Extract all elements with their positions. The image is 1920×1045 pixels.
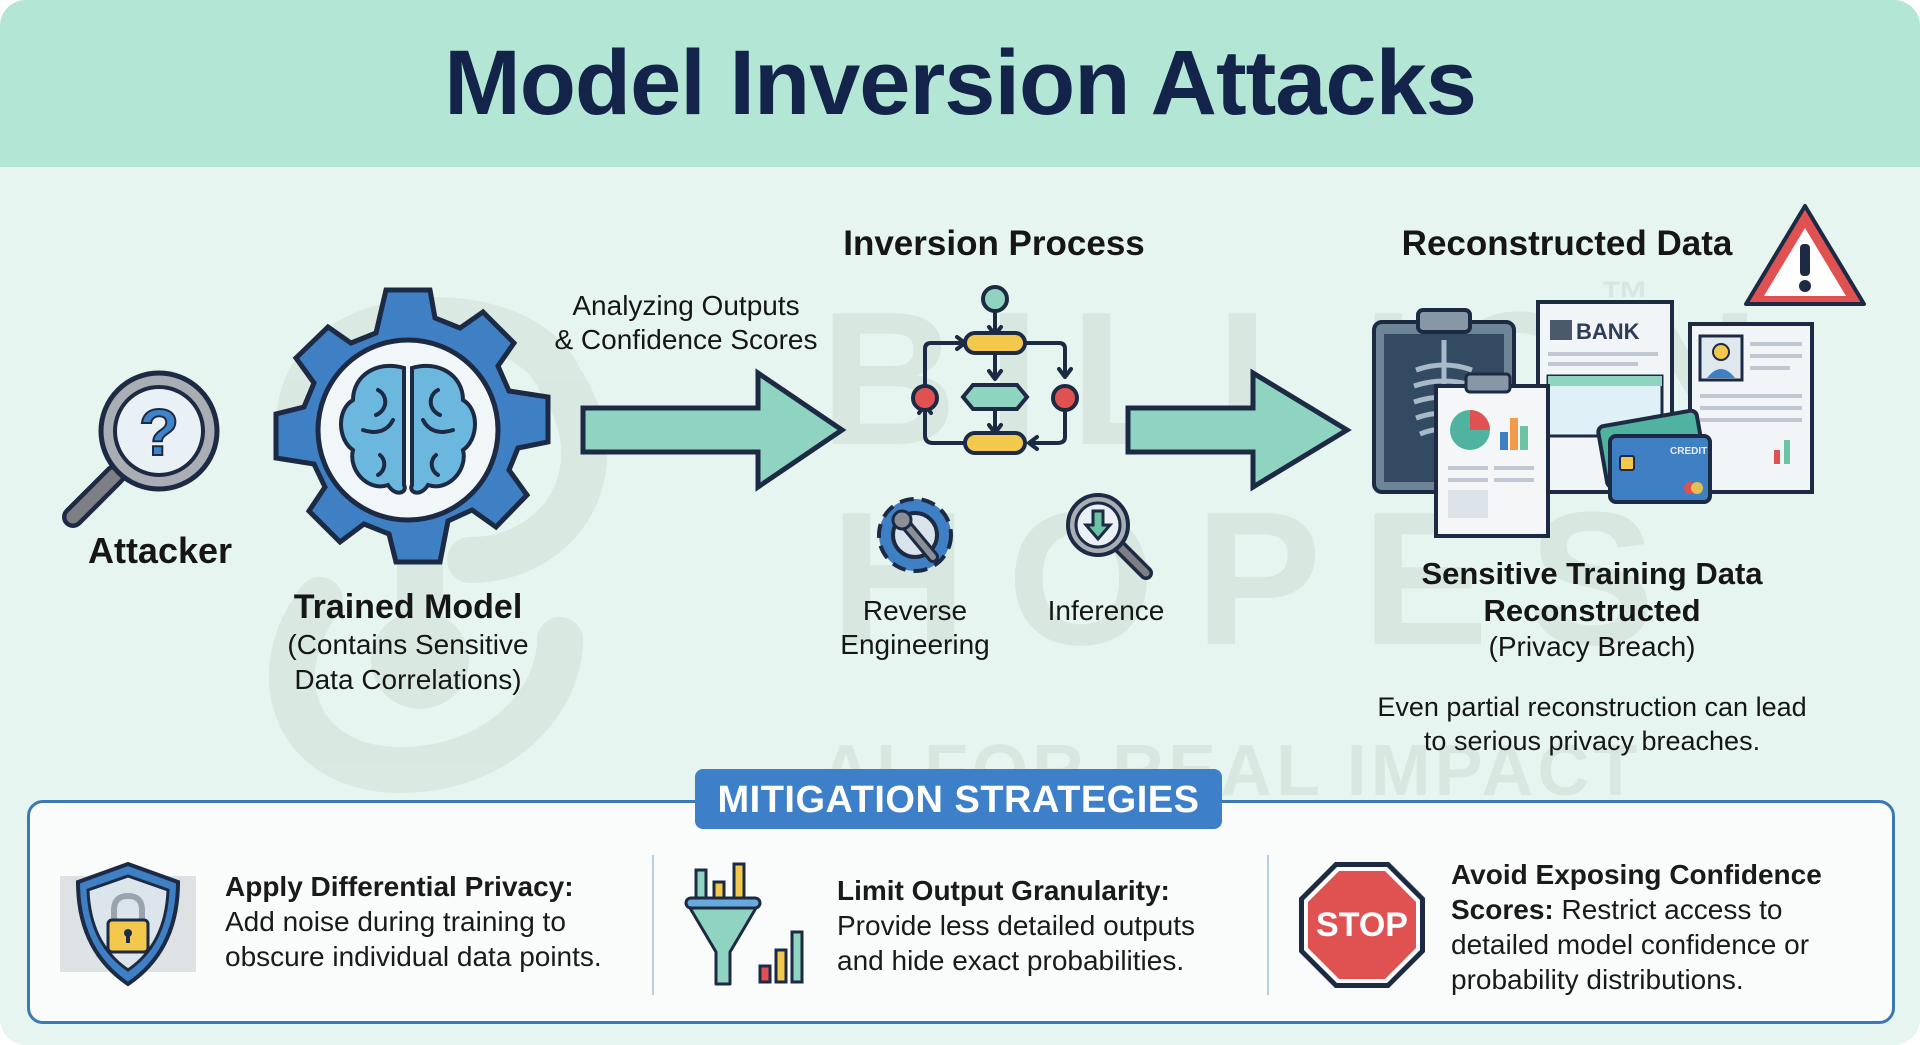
header-band: Model Inversion Attacks (0, 0, 1920, 167)
mitigation-item-1-body-line1: Add noise during training to (225, 906, 566, 937)
mitigation-item-3-body-line3: probability distributions. (1451, 964, 1744, 995)
credit-card-label: CREDIT (1670, 446, 1707, 457)
mitigation-item-2-body-line1: Provide less detailed outputs (837, 910, 1195, 941)
stop-sign-text: STOP (1316, 906, 1408, 944)
mitigation-item-3-title-line2: Scores: (1451, 894, 1554, 925)
mitigation-item-2-title: Limit Output Granularity: (837, 875, 1170, 906)
mitigation-divider-1 (652, 855, 654, 995)
right-arrow-1 (580, 368, 847, 492)
mitigation-item-3-title-line1: Avoid Exposing Confidence (1451, 859, 1822, 890)
gear-wrench-icon (877, 497, 953, 573)
funnel-chart-icon (684, 862, 804, 986)
sensitive-documents-icon: BANK CREDIT (1372, 300, 1814, 538)
reconstructed-caption-line2: Reconstructed (1483, 593, 1701, 628)
model-subtitle-line2: Data Correlations) (294, 664, 522, 695)
gear-brain-icon (273, 287, 551, 565)
right-arrow-2 (1125, 368, 1352, 492)
method-inference-label: Inference (1047, 595, 1165, 626)
method-reverse-line2: Engineering (840, 629, 990, 660)
magnifier-question-icon: ? (62, 370, 220, 528)
arrow1-label-line1: Analyzing Outputs (572, 290, 800, 321)
mitigation-heading: MITIGATION STRATEGIES (695, 769, 1222, 829)
magnifier-download-icon (1066, 493, 1153, 580)
warning-triangle-icon (1744, 204, 1866, 306)
svg-text:?: ? (139, 395, 179, 469)
mitigation-item-3: Avoid Exposing Confidence Scores: Restri… (1451, 857, 1822, 997)
mitigation-item-3-body-line1: Restrict access to (1553, 894, 1783, 925)
method-reverse-line1: Reverse (862, 595, 968, 626)
inversion-title: Inversion Process (843, 224, 1145, 263)
arrow1-label-line2: & Confidence Scores (554, 324, 818, 355)
mitigation-divider-2 (1267, 855, 1269, 995)
reconstructed-title: Reconstructed Data (1401, 224, 1733, 263)
mitigation-item-2-body-line2: and hide exact probabilities. (837, 945, 1185, 976)
model-title: Trained Model (293, 588, 523, 626)
reconstructed-caption-line3: (Privacy Breach) (1488, 631, 1696, 662)
mitigation-item-1-body-line2: obscure individual data points. (225, 941, 602, 972)
attacker-label: Attacker (87, 530, 233, 571)
bank-label: BANK (1576, 319, 1640, 344)
mitigation-item-1: Apply Differential Privacy: Add noise du… (225, 869, 602, 974)
model-subtitle-line1: (Contains Sensitive (287, 629, 529, 660)
mitigation-panel (27, 800, 1895, 1024)
mitigation-item-1-title: Apply Differential Privacy: (225, 871, 574, 902)
reconstructed-caption-line1: Sensitive Training Data (1421, 556, 1763, 591)
shield-lock-icon (60, 861, 196, 987)
page-title: Model Inversion Attacks (444, 32, 1477, 134)
mitigation-item-3-body-line2: detailed model confidence or (1451, 929, 1810, 960)
reconstructed-note-line1: Even partial reconstruction can lead (1377, 692, 1807, 722)
reconstructed-note-line2: to serious privacy breaches. (1423, 726, 1761, 756)
mitigation-item-2: Limit Output Granularity: Provide less d… (837, 873, 1195, 978)
stop-sign-icon: STOP (1299, 862, 1425, 988)
flowchart-icon (911, 285, 1079, 455)
